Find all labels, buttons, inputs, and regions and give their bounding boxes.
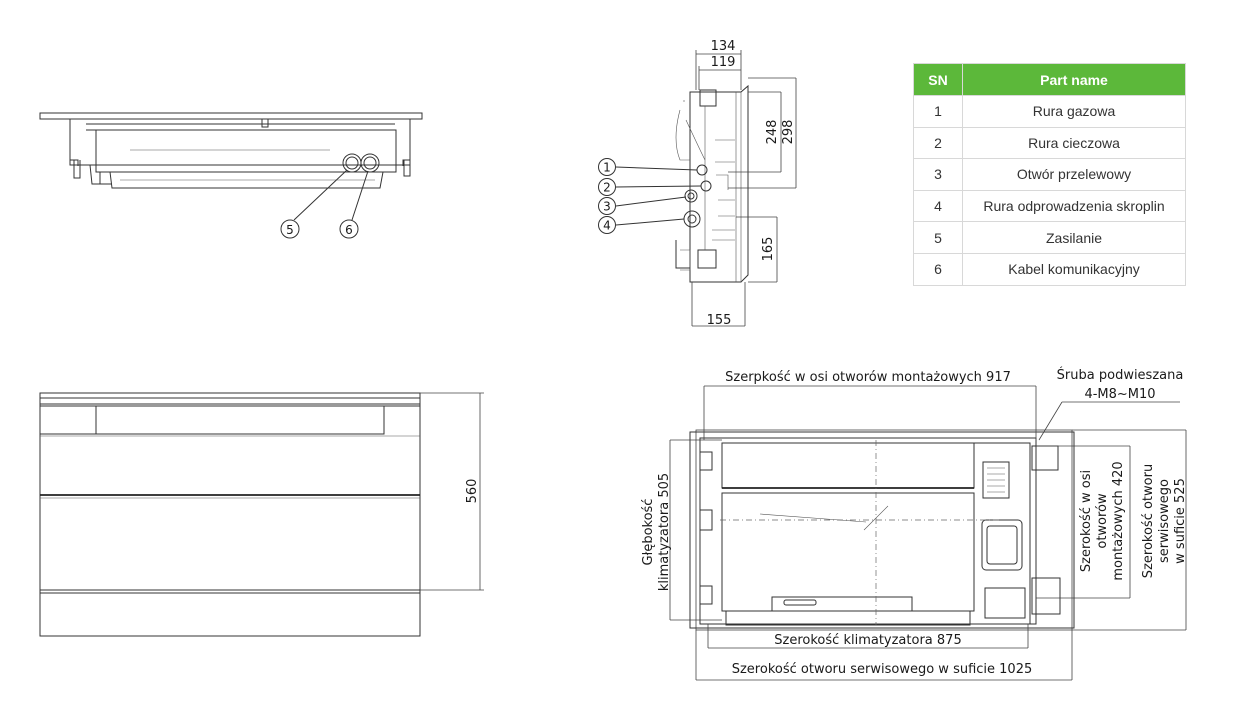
callout-3-label: 3 (603, 200, 611, 214)
callout-2-label: 2 (603, 181, 611, 195)
mount-width-label: Szerpkość w osi otworów montażowych 917 (725, 370, 1011, 385)
callout-4 (598, 216, 616, 234)
depth-label-1: Głębokość (641, 499, 656, 566)
service-width-label: Szerokość otworu serwisowego w suficie 1… (732, 662, 1033, 677)
bottom-view: 560 (39, 392, 484, 637)
table-cell-sn: 6 (913, 252, 963, 286)
table-cell-sn: 1 (913, 95, 963, 128)
table-cell-name: Rura gazowa (962, 95, 1186, 128)
table-row: 6 Kabel komunikacyjny (913, 252, 1186, 286)
table-row: 5 Zasilanie (913, 221, 1186, 254)
parts-table: SN Part name 1 Rura gazowa 2 Rura cieczo… (913, 63, 1186, 286)
callout-1 (598, 158, 616, 176)
table-cell-sn: 2 (913, 126, 963, 160)
table-header-part-name: Part name (962, 63, 1186, 96)
table-row: 4 Rura odprowadzenia skroplin (913, 189, 1186, 223)
service-depth-label-1: Szerokość otworu (1141, 464, 1156, 578)
callout-6 (339, 219, 359, 239)
table-cell-name: Kabel komunikacyjny (962, 252, 1186, 286)
table-header-row: SN Part name (913, 63, 1186, 96)
table-row: 3 Otwór przelewowy (913, 158, 1186, 191)
callout-1-label: 1 (603, 161, 611, 175)
callout-6-label: 6 (345, 223, 353, 237)
screw-label-1: Śruba podwieszana (1057, 367, 1184, 383)
top-view: Szerpkość w osi otworów montażowych 917 … (641, 367, 1188, 681)
dim-248: 248 (765, 120, 780, 145)
service-depth-label-2: serwisowego (1157, 479, 1172, 563)
table-cell-sn: 5 (913, 221, 963, 254)
side-view: 134 119 248 298 165 (598, 39, 797, 328)
table-cell-name: Rura cieczowa (962, 126, 1186, 160)
table-cell-name: Zasilanie (962, 221, 1186, 254)
dim-560: 560 (465, 479, 480, 504)
callout-2 (598, 178, 616, 196)
front-view: 5 6 (39, 112, 423, 239)
table-cell-sn: 4 (913, 189, 963, 223)
callout-5-label: 5 (286, 223, 294, 237)
mount-depth-label-2: otworów (1095, 493, 1110, 549)
mount-depth-label-3: montażowych 420 (1111, 461, 1126, 580)
table-row: 2 Rura cieczowa (913, 126, 1186, 160)
service-depth-label-3: w suficie 525 (1173, 478, 1188, 564)
dim-155: 155 (707, 313, 732, 328)
callout-3 (598, 197, 616, 215)
table-cell-name: Rura odprowadzenia skroplin (962, 189, 1186, 223)
depth-label-2: klimatyzatora 505 (657, 473, 672, 591)
dim-119: 119 (711, 55, 736, 70)
table-cell-sn: 3 (913, 158, 963, 191)
dim-298: 298 (781, 120, 796, 145)
table-row: 1 Rura gazowa (913, 95, 1186, 128)
screw-label-2: 4-M8~M10 (1084, 387, 1155, 402)
mount-depth-label-1: Szerokość w osi (1079, 470, 1094, 572)
dim-165: 165 (761, 237, 776, 262)
callout-4-label: 4 (603, 219, 611, 233)
callout-5 (280, 219, 300, 239)
table-cell-name: Otwór przelewowy (962, 158, 1186, 191)
dim-134: 134 (711, 39, 736, 54)
table-header-sn: SN (913, 63, 963, 96)
unit-width-label: Szerokość klimatyzatora 875 (774, 633, 961, 648)
